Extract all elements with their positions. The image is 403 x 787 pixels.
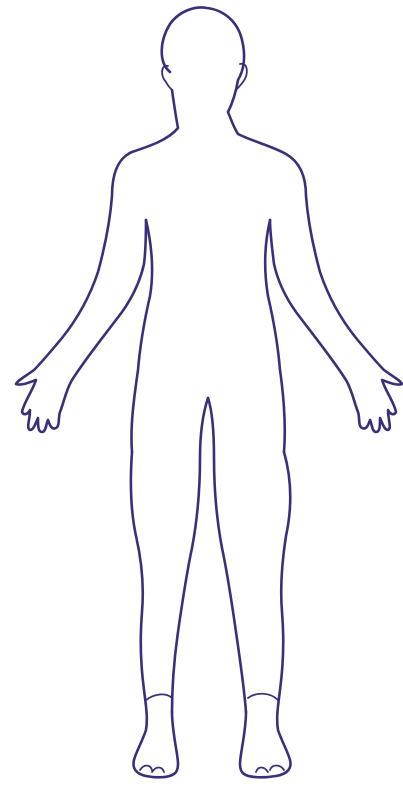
right-leg-inner [208,398,246,712]
left-leg-inner [172,398,208,712]
left-side-outline [16,90,178,432]
right-torso-outline [265,220,285,452]
left-leg-outer [131,452,178,777]
left-torso-outline [131,220,152,452]
left-ankle-line [146,694,172,700]
right-leg-outer [240,452,290,777]
right-side-outline [228,112,402,432]
left-toes [140,766,164,773]
right-ankle-line [248,694,278,700]
right-toes [256,766,284,773]
